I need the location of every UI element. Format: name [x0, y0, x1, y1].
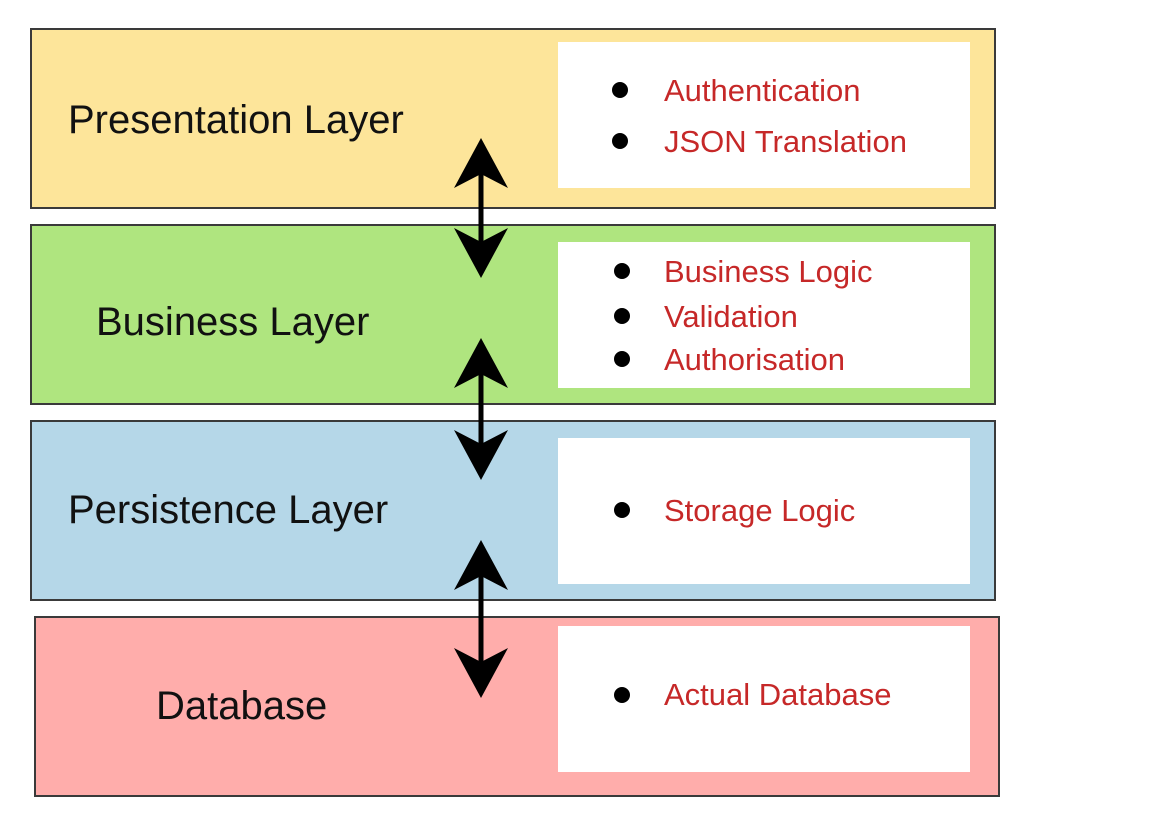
bullet-icon [614, 687, 630, 703]
presentation-layer-details: Authentication JSON Translation [558, 42, 970, 188]
detail-item-text: Business Logic [664, 254, 873, 289]
double-headed-arrow-icon [454, 138, 508, 278]
double-headed-arrow-icon [454, 540, 508, 698]
double-headed-arrow-icon [454, 338, 508, 480]
business-layer-details: Business Logic Validation Authorisation [558, 242, 970, 388]
persistence-layer-details: Storage Logic [558, 438, 970, 584]
presentation-layer-title: Presentation Layer [68, 98, 404, 142]
bullet-icon [614, 502, 630, 518]
bullet-icon [612, 82, 628, 98]
detail-item-text: JSON Translation [664, 124, 907, 159]
detail-item-text: Validation [664, 299, 798, 334]
database-layer-title: Database [156, 684, 328, 728]
bullet-icon [614, 351, 630, 367]
detail-item-text: Storage Logic [664, 493, 856, 528]
persistence-layer-title: Persistence Layer [68, 488, 389, 532]
database-layer-details: Actual Database [558, 626, 970, 772]
detail-item-text: Authorisation [664, 342, 845, 377]
bullet-icon [614, 308, 630, 324]
business-layer-title: Business Layer [96, 300, 370, 344]
detail-item-text: Actual Database [664, 677, 892, 712]
detail-item-text: Authentication [664, 73, 861, 108]
bullet-icon [614, 263, 630, 279]
bullet-icon [612, 133, 628, 149]
